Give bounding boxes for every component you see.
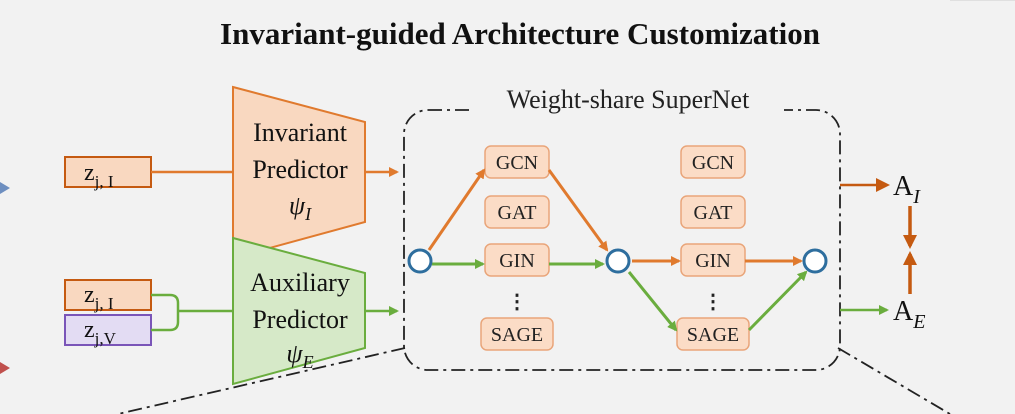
output-a-invariant-base: A [893,171,914,202]
auxiliary-psi-subscript: E [302,352,314,372]
z-invariant-2-subscript: j, I [94,294,114,313]
z-invariant-base: z [84,160,95,186]
auxiliary-predictor-line2: Predictor [252,305,348,334]
path-green-node2-to-sage [627,271,678,332]
op-box-col2-gat [680,195,746,229]
z-variant-base: z [84,317,95,343]
op-box-col1-gin [484,243,550,277]
invariant-predictor-line1: Invariant [253,118,348,147]
path-orange-node1-to-gcn [427,168,486,251]
output-a-environment-base: A [893,296,914,327]
diagram-title: Invariant-guided Architecture Customizat… [220,16,820,51]
supernet-node-output [802,248,828,274]
op-label-col1-gat: GAT [498,202,537,224]
op-label-col1-gin: GIN [499,250,535,272]
z-invariant-2-label: zj, I [84,282,114,313]
output-a-invariant: AI [893,171,921,208]
invariant-psi-subscript: I [304,204,312,224]
supernet-label-backdrop [472,84,784,114]
supernet-node-input [407,248,433,274]
op-label-col1-sage: SAGE [491,324,543,346]
zoom-line-left [117,347,406,414]
invariant-predictor-line2: Predictor [252,155,348,184]
output-a-environment-subscript: E [912,311,925,333]
z-invariant-label: zj, I [84,160,114,191]
z-variant-subscript: j,V [94,329,117,348]
output-a-environment: AE [893,296,925,333]
auxiliary-predictor-symbol: ψE [286,339,313,372]
supernet-node-middle [605,248,631,274]
op-label-col2-gat: GAT [694,202,733,224]
op-box-col1-gcn [484,145,550,179]
output-a-invariant-subscript: I [912,186,921,208]
invariant-predictor-shape [232,85,366,260]
auxiliary-predictor-shape [232,236,366,386]
invariant-psi: ψ [289,191,306,220]
path-orange-gcn-to-node2 [547,169,609,252]
op-label-col2-sage: SAGE [687,324,739,346]
z-variant-box [64,314,152,346]
path-green-sage-to-node3 [747,270,808,332]
left-edge-arrow-blue-icon [0,182,10,194]
op-box-col1-gat [484,195,550,229]
auxiliary-psi: ψ [286,339,303,368]
op-label-col2-gcn: GCN [692,152,734,174]
op-box-col2-gcn [680,145,746,179]
invariant-predictor-symbol: ψI [289,191,312,224]
supernet-label: Weight-share SuperNet [507,85,750,114]
op-box-col2-sage [676,317,750,351]
z-invariant-2-box [64,279,152,311]
op-ellipsis-col2: ⋮ [703,291,723,313]
zoom-line-right [837,347,951,414]
op-box-col1-sage [480,317,554,351]
op-ellipsis-col1: ⋮ [507,291,527,313]
op-label-col1-gcn: GCN [496,152,538,174]
op-label-col2-gin: GIN [695,250,731,272]
z-invariant-subscript: j, I [94,172,114,191]
z-invariant-2-base: z [84,282,95,308]
left-edge-arrow-red-icon [0,362,10,374]
input-merge-bracket [151,293,180,332]
auxiliary-predictor-line1: Auxiliary [250,268,350,297]
z-variant-label: zj,V [84,317,117,348]
